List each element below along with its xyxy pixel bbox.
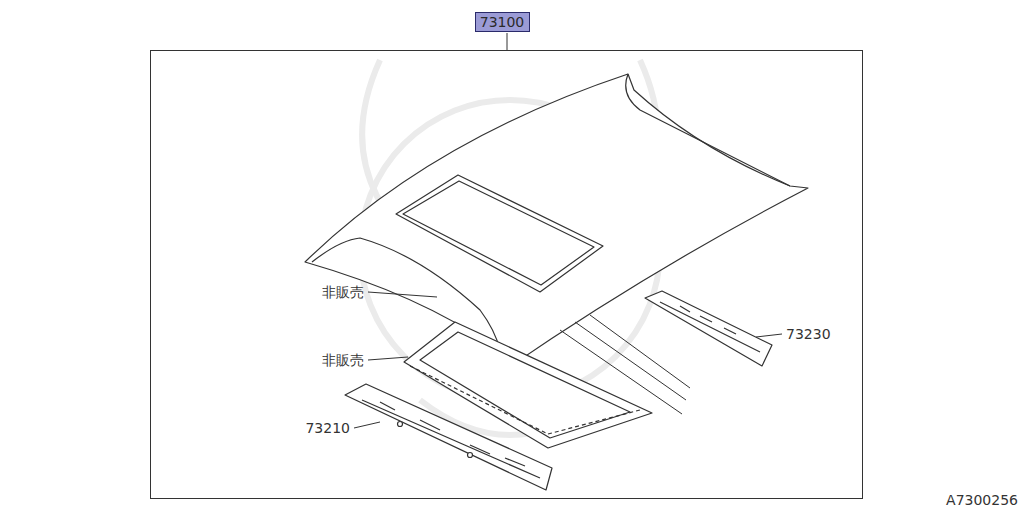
callout-label: 73210: [305, 420, 350, 437]
part-number: 73100: [480, 14, 525, 31]
roof-panel: [305, 74, 808, 372]
group-frame: [151, 51, 863, 499]
rear-rail: [645, 291, 772, 366]
part-number-box: 73100: [475, 12, 530, 32]
front-rail: [345, 384, 552, 490]
side-rail: [560, 315, 690, 414]
figure-code: A7300256: [946, 492, 1018, 509]
callout-label: 非販売: [322, 284, 364, 301]
callout-label: 非販売: [322, 352, 364, 369]
callout-label: 73230: [786, 326, 831, 343]
leader-line: [507, 33, 508, 50]
leader-lines: [354, 292, 782, 428]
